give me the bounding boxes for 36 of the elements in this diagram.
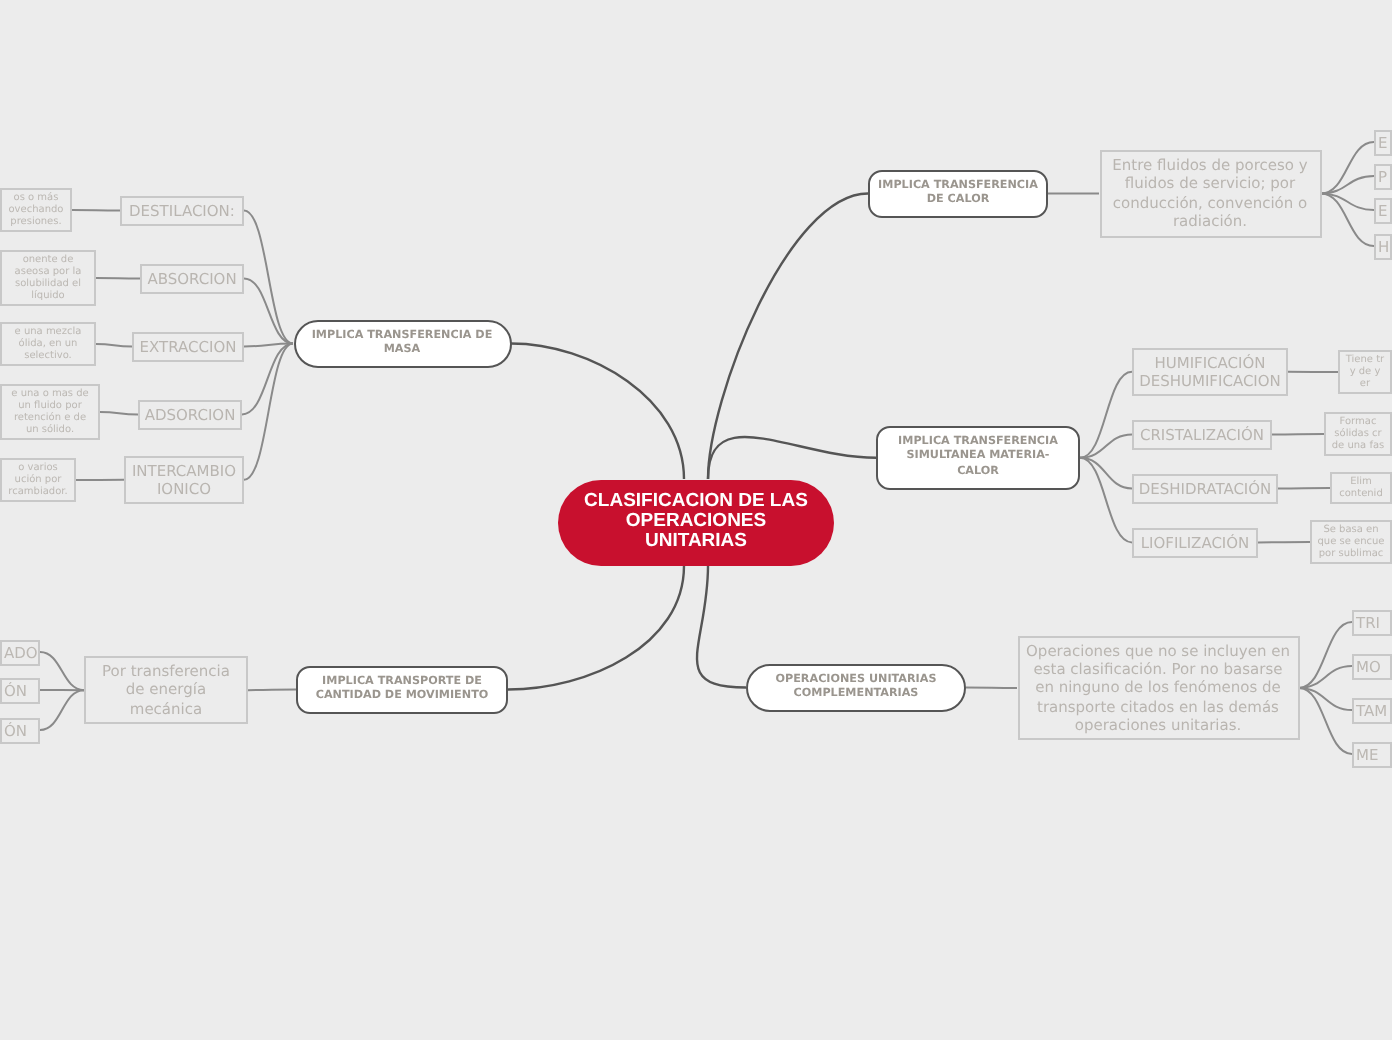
connector-line xyxy=(1298,665,1353,689)
connector-line xyxy=(1257,541,1311,544)
central-topic: CLASIFICACION DE LAS OPERACIONES UNITARIAS xyxy=(558,479,834,566)
connector-line xyxy=(71,209,121,212)
connector-line xyxy=(510,342,686,480)
connector-line xyxy=(1320,192,1375,247)
connector-line xyxy=(1079,456,1133,544)
connector-line xyxy=(95,277,141,280)
connector-line xyxy=(95,343,133,348)
connector-line xyxy=(1079,456,1133,490)
connector-line xyxy=(1271,433,1325,436)
connector-line xyxy=(1320,141,1375,195)
connector-line xyxy=(39,651,85,692)
connector-line xyxy=(1298,621,1353,689)
connector-line xyxy=(99,411,139,416)
connector-line xyxy=(243,209,294,345)
connector-line xyxy=(241,342,294,416)
connector-line xyxy=(1298,686,1353,711)
connector-line xyxy=(965,686,1018,689)
connector-line xyxy=(706,435,877,480)
connector-line xyxy=(1079,370,1133,459)
connector-line xyxy=(1320,175,1375,195)
connector-line xyxy=(39,689,85,731)
connector-line xyxy=(75,478,125,481)
connector-line xyxy=(1277,487,1331,490)
connector-line xyxy=(1287,370,1339,373)
connector-line xyxy=(243,342,294,348)
connector-line xyxy=(1298,686,1353,755)
connector-line xyxy=(507,565,686,691)
connector-line xyxy=(1079,433,1133,459)
connector-line xyxy=(243,342,294,481)
connector-line xyxy=(247,688,297,692)
connector-line xyxy=(39,689,85,692)
connector-line xyxy=(695,565,747,689)
connector-line xyxy=(243,277,294,345)
connector-line xyxy=(1047,192,1100,195)
